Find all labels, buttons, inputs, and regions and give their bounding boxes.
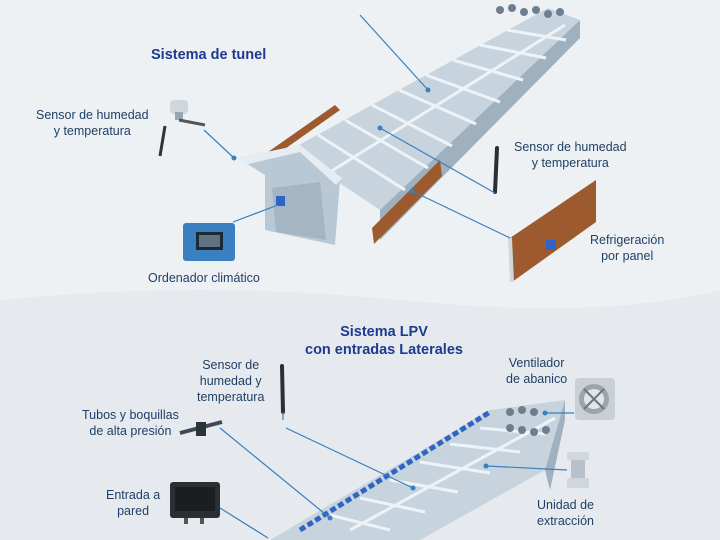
title-lpv-system: Sistema LPV con entradas Laterales [305, 324, 463, 358]
tunnel-barn-floor [290, 8, 580, 210]
gable-controller [276, 196, 285, 206]
climate-computer-icon [183, 223, 235, 261]
humidity-sensor-icon-right [493, 146, 499, 194]
nozzle-tube-icon [179, 420, 223, 436]
label-panel-cooling: Refrigeración por panel [590, 233, 665, 263]
tunnel-leader-lines [203, 14, 511, 239]
fan-icon [575, 378, 615, 420]
label-nozzles: Tubos y boquillas de alta presión [82, 408, 179, 438]
lpv-barn-end-wall [545, 400, 565, 490]
label-sensor-top-left: Sensor de humedad y temperatura [36, 108, 149, 138]
label-wall-inlet: Entrada a pared [106, 488, 161, 518]
tunnel-barn-icon [238, 4, 580, 245]
cooling-pad-strip-left [268, 105, 340, 158]
lpv-barn-icon [270, 400, 565, 540]
tunnel-barn-roof-edge [238, 145, 342, 185]
title-tunnel-system: Sistema de tunel [151, 47, 267, 63]
humidity-sensor-icon-lpv [280, 364, 285, 414]
lpv-leader-lines [219, 412, 574, 539]
humidity-sensor-icon [158, 100, 206, 157]
label-fan: Ventilador de abanico [506, 356, 568, 386]
tunnel-leader-dots [231, 87, 431, 194]
label-sensor-top-right: Sensor de humedad y temperatura [514, 140, 627, 170]
lpv-end-fans [506, 406, 550, 436]
label-exhaust-unit: Unidad de extracción [537, 498, 594, 528]
tunnel-barn-end-room [272, 182, 326, 240]
wall-inlet-icon [170, 482, 220, 524]
lpv-inlet-strip [298, 409, 492, 533]
cooling-panel-icon [508, 180, 596, 282]
lpv-leader-dots [327, 410, 548, 521]
tunnel-barn-bays [317, 23, 567, 192]
label-sensor-lpv: Sensor de humedad y temperatura [197, 358, 265, 404]
ground-haze [0, 290, 720, 540]
cooling-pad-strip-right [372, 160, 442, 244]
label-climate-computer: Ordenador climático [148, 271, 260, 285]
exhaust-unit-icon [567, 452, 589, 488]
tunnel-fans [496, 4, 564, 18]
